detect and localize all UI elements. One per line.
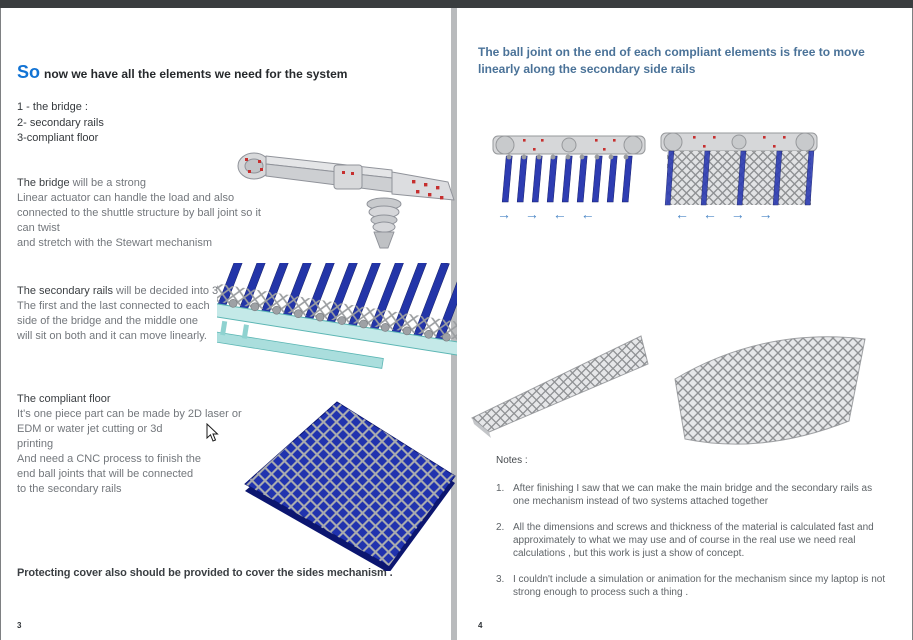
note-text: After finishing I saw that we can make t… <box>513 483 873 507</box>
note-number: 3. <box>496 574 505 585</box>
note-item: 1. After finishing I saw that we can mak… <box>496 482 890 508</box>
arrow-icon: → <box>758 206 773 222</box>
bridge-body: Linear actuator can handle the load and … <box>17 192 261 249</box>
note-text: All the dimensions and screws and thickn… <box>513 522 874 559</box>
notes-label: Notes : <box>496 455 528 466</box>
page-title-text: now we have all the elements we need for… <box>44 67 348 81</box>
arrow-icon: ← <box>552 206 567 222</box>
page-number: 3 <box>17 621 22 630</box>
window-top-bar <box>0 0 913 8</box>
lattice-sheet-render <box>663 313 879 455</box>
protecting-cover-note: Protecting cover also should be provided… <box>17 567 393 579</box>
arrow-icon: ← <box>580 206 595 222</box>
note-number: 1. <box>496 483 505 494</box>
floor-body: It's one piece part can be made by 2D la… <box>17 408 242 495</box>
note-item: 3. I couldn't include a simulation or an… <box>496 573 890 599</box>
bridge-line1: will be a strong <box>69 177 147 189</box>
page-number: 4 <box>478 621 483 630</box>
rail-carriage-render-left <box>489 124 649 212</box>
bridge-lead: The bridge <box>17 177 70 189</box>
lattice-fan-render <box>469 328 655 440</box>
mouse-cursor-icon <box>206 422 220 443</box>
arrow-icon: ← <box>702 206 717 222</box>
arrow-icon: → <box>524 206 539 222</box>
notes-section: 1. After finishing I saw that we can mak… <box>496 482 890 612</box>
page-title-accent: So <box>17 62 41 82</box>
page-4: The ball joint on the end of each compli… <box>457 8 912 640</box>
motion-arrows-right: ← ← → → <box>675 206 783 222</box>
note-text: I couldn't include a simulation or anima… <box>513 574 886 598</box>
floor-lead: The compliant floor <box>17 393 111 405</box>
ball-joint-heading: The ball joint on the end of each compli… <box>478 45 865 76</box>
rails-render-image <box>217 263 457 413</box>
note-item: 2. All the dimensions and screws and thi… <box>496 521 890 560</box>
arrow-icon: → <box>497 206 511 222</box>
elements-list: 1 - the bridge : 2- secondary rails 3-co… <box>17 101 104 144</box>
rails-paragraph: The secondary rails will be decided into… <box>17 284 267 344</box>
rails-body: The first and the last connected to each… <box>17 300 210 342</box>
arrow-icon: ← <box>675 206 689 222</box>
arrow-icon: → <box>730 206 745 222</box>
motion-arrows-left: → → ← ← <box>497 206 605 222</box>
note-number: 2. <box>496 522 505 533</box>
floor-render-image <box>239 396 457 571</box>
rail-carriage-render-right <box>655 121 823 215</box>
bridge-render-image <box>216 108 456 268</box>
rails-line1: will be decided into 3 <box>113 285 219 297</box>
rails-lead: The secondary rails <box>17 285 113 297</box>
